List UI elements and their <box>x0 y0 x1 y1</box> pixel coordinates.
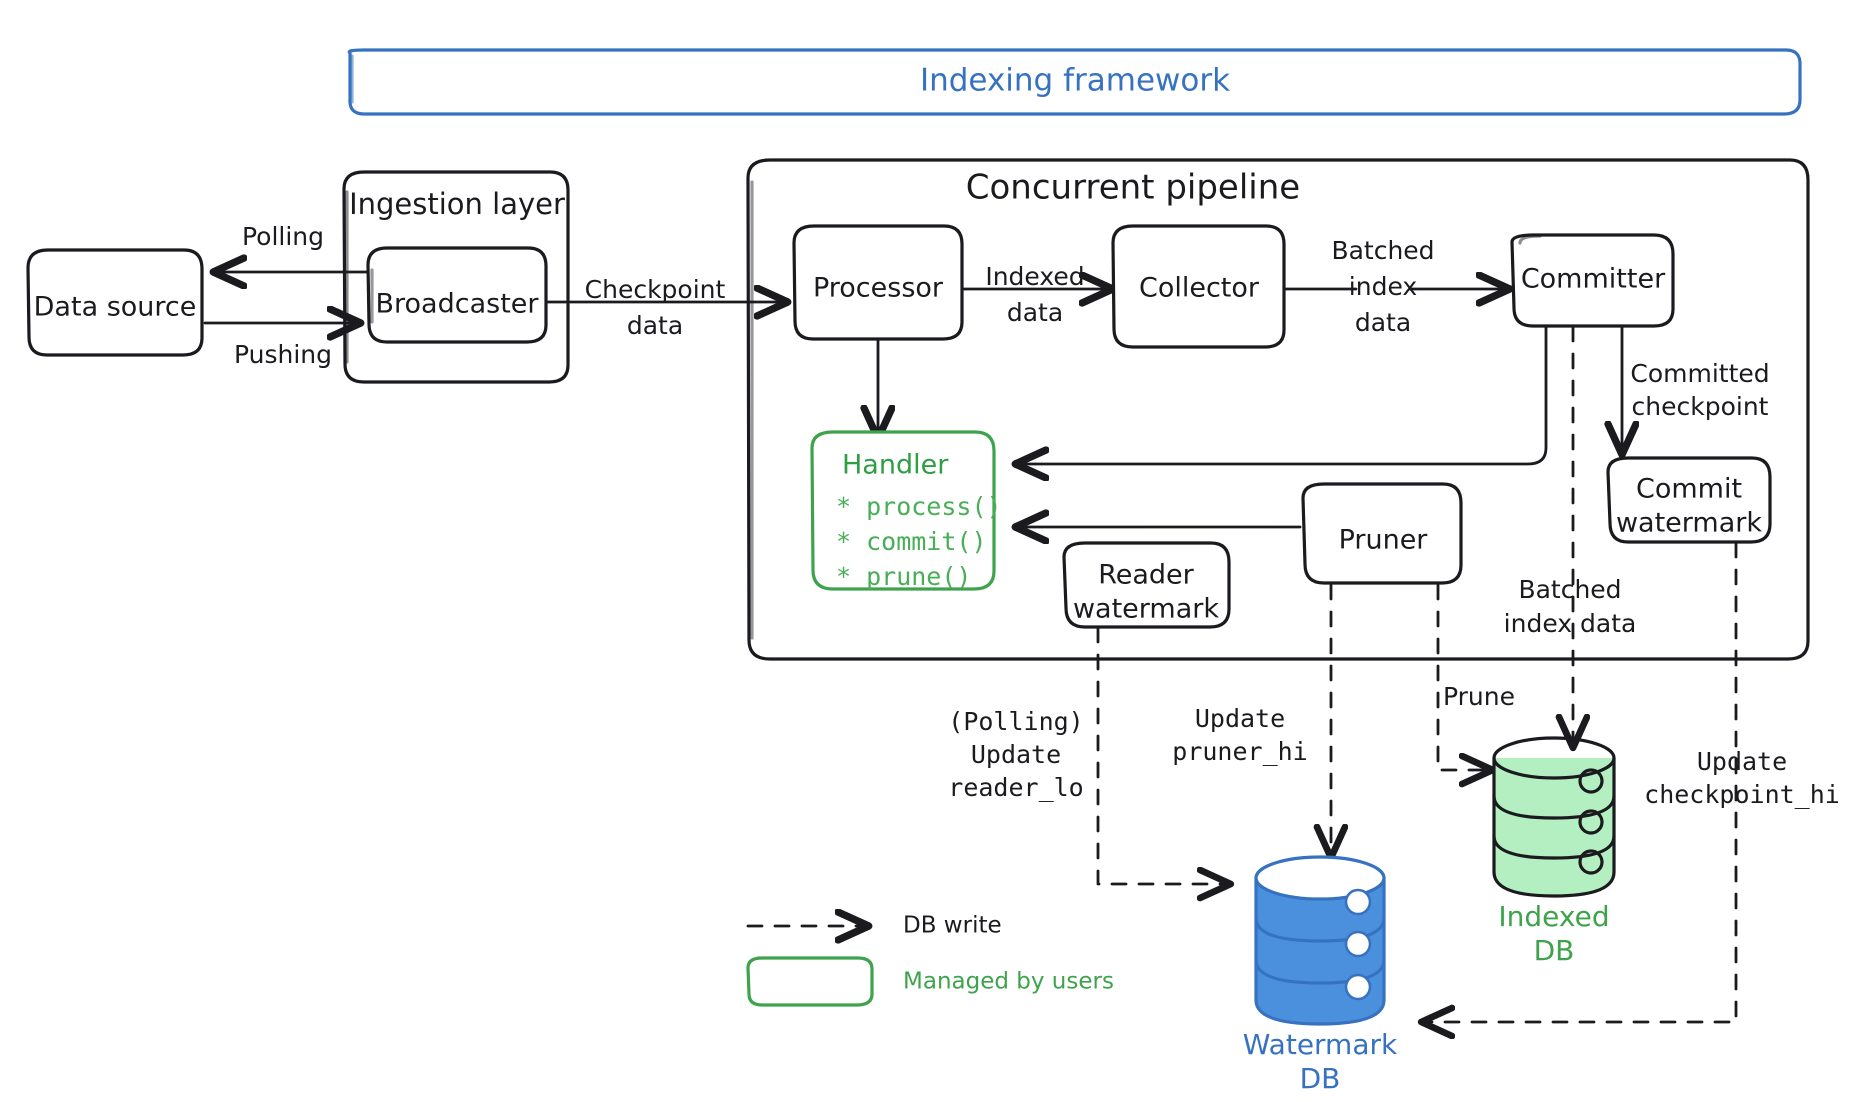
legend: DB write Managed by users <box>746 913 1114 1007</box>
edge-label-committed-checkpoint-line2: checkpoint <box>1632 392 1769 421</box>
database-label-watermark-db-line1: Watermark <box>1243 1028 1398 1061</box>
edge-label-batched-index-data-2-line2: index data <box>1504 609 1637 638</box>
database-label-watermark-db-line2: DB <box>1300 1062 1341 1095</box>
group-concurrent-pipeline: Concurrent pipeline <box>746 158 1810 661</box>
node-label-handler-title: Handler <box>842 450 949 481</box>
edge-commit-watermark-to-watermark-db: Update checkpoint_hi <box>1424 541 1840 1022</box>
edge-label-checkpoint-data-line2: data <box>627 311 683 340</box>
edge-batched-index-data: Batched index data <box>1284 236 1507 337</box>
edge-committer-to-handler <box>1018 325 1548 464</box>
node-label-committer: Committer <box>1521 264 1666 295</box>
edge-label-committed-checkpoint-line1: Committed <box>1630 359 1769 388</box>
database-indexed-db[interactable]: Indexed DB <box>1492 736 1616 967</box>
edge-committer-to-indexed-db: Batched index data <box>1504 325 1637 745</box>
database-label-indexed-db-line1: Indexed <box>1498 900 1609 933</box>
legend-item-managed-by-users: Managed by users <box>746 956 1114 1007</box>
node-label-data-source: Data source <box>34 292 197 323</box>
node-label-pruner: Pruner <box>1339 525 1429 556</box>
node-committer[interactable]: Committer <box>1510 233 1675 328</box>
handler-method-prune: * prune() <box>836 562 971 591</box>
edge-indexed-data: Indexed data <box>961 262 1110 327</box>
db-write-label-reader-lo-line2: Update <box>971 740 1061 769</box>
edge-pruner-prune-to-indexed-db: Prune <box>1436 583 1515 770</box>
edge-label-batched-index-data-line1: Batched <box>1331 236 1434 265</box>
db-write-label-pruner-hi-line2: pruner_hi <box>1172 737 1307 766</box>
db-write-label-checkpoint-hi-line2: checkpoint_hi <box>1644 780 1840 809</box>
group-indexing-framework: Indexing framework <box>347 48 1802 116</box>
node-data-source[interactable]: Data source <box>26 248 204 357</box>
edge-label-indexed-data-line2: data <box>1007 298 1063 327</box>
legend-label-managed-by-users: Managed by users <box>903 969 1114 995</box>
handler-method-process: * process() <box>836 492 1002 521</box>
node-broadcaster[interactable]: Broadcaster <box>366 246 548 344</box>
group-ingestion-layer: Ingestion layer <box>342 170 570 384</box>
node-label-collector: Collector <box>1139 273 1260 304</box>
edge-label-checkpoint-data-line1: Checkpoint <box>585 275 726 304</box>
node-label-processor: Processor <box>813 273 944 304</box>
node-processor[interactable]: Processor <box>792 224 964 341</box>
node-reader-watermark[interactable]: Reader watermark <box>1062 541 1231 629</box>
edge-pruner-to-watermark-db: Update pruner_hi <box>1172 583 1331 855</box>
edge-label-pushing: Pushing <box>234 340 332 369</box>
group-label-concurrent-pipeline: Concurrent pipeline <box>966 168 1300 208</box>
db-write-label-reader-lo-line3: reader_lo <box>948 773 1083 802</box>
db-write-label-reader-lo-line1: (Polling) <box>948 707 1083 736</box>
legend-label-db-write: DB write <box>903 913 1002 939</box>
edge-label-indexed-data-line1: Indexed <box>985 262 1084 291</box>
legend-item-db-write: DB write <box>746 913 1002 939</box>
node-label-reader-watermark-line1: Reader <box>1098 560 1194 591</box>
handler-method-commit: * commit() <box>836 527 987 556</box>
node-commit-watermark[interactable]: Commit watermark <box>1606 456 1772 544</box>
group-label-ingestion-layer: Ingestion layer <box>349 187 565 221</box>
edge-label-batched-index-data-line3: data <box>1355 308 1411 337</box>
edge-checkpoint-data: Checkpoint data <box>546 275 785 340</box>
node-label-broadcaster: Broadcaster <box>376 289 540 320</box>
edge-label-batched-index-data-line2: index <box>1349 272 1417 301</box>
node-label-commit-watermark-line1: Commit <box>1636 474 1742 505</box>
db-write-label-pruner-hi-line1: Update <box>1195 704 1285 733</box>
edge-label-prune: Prune <box>1443 682 1515 711</box>
group-label-indexing-framework: Indexing framework <box>920 63 1230 99</box>
edge-label-batched-index-data-2-line1: Batched <box>1518 575 1621 604</box>
edge-pushing: Pushing <box>203 323 358 369</box>
node-label-commit-watermark-line2: watermark <box>1616 508 1762 539</box>
edge-reader-watermark-to-watermark-db: (Polling) Update reader_lo <box>948 626 1228 884</box>
db-write-label-checkpoint-hi-line1: Update <box>1697 747 1787 776</box>
node-handler[interactable]: Handler * process() * commit() * prune() <box>810 430 1002 591</box>
edge-label-polling: Polling <box>242 222 324 251</box>
edge-committed-checkpoint: Committed checkpoint <box>1622 325 1770 452</box>
node-label-reader-watermark-line2: watermark <box>1073 594 1219 625</box>
node-pruner[interactable]: Pruner <box>1301 482 1463 585</box>
node-collector[interactable]: Collector <box>1111 224 1286 349</box>
database-label-indexed-db-line2: DB <box>1534 934 1575 967</box>
edge-polling: Polling <box>216 222 370 272</box>
database-watermark-db[interactable]: Watermark DB <box>1243 855 1398 1095</box>
